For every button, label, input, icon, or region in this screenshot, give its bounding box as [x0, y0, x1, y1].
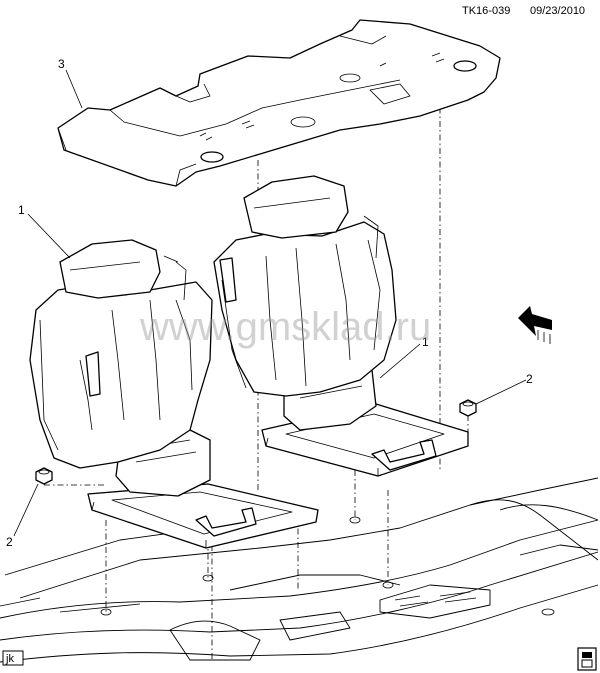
leader-lines	[13, 69, 527, 537]
callout-2-left-nut: 2	[6, 535, 13, 549]
diagram-code: TK16-039	[462, 5, 510, 17]
diagram-date: 09/23/2010	[530, 5, 585, 17]
seat-icon	[577, 647, 597, 671]
seat-assembly-left	[29, 239, 319, 549]
watermark: www.gmsklad.ru	[139, 305, 431, 349]
footer-tag: jk	[5, 653, 14, 665]
callout-1-left-seat: 1	[18, 203, 25, 217]
vehicle-floor	[0, 477, 599, 663]
footer-tag-box: jk	[2, 650, 24, 666]
front-arrow-icon	[518, 306, 552, 344]
cover-panel	[57, 19, 501, 187]
callout-2-right-nut: 2	[526, 372, 533, 386]
nut-left	[35, 467, 53, 485]
seat-assembly-right	[213, 175, 469, 477]
nut-right	[459, 399, 477, 417]
callout-1-right-seat: 1	[422, 335, 429, 349]
callout-3-cover: 3	[58, 57, 65, 71]
